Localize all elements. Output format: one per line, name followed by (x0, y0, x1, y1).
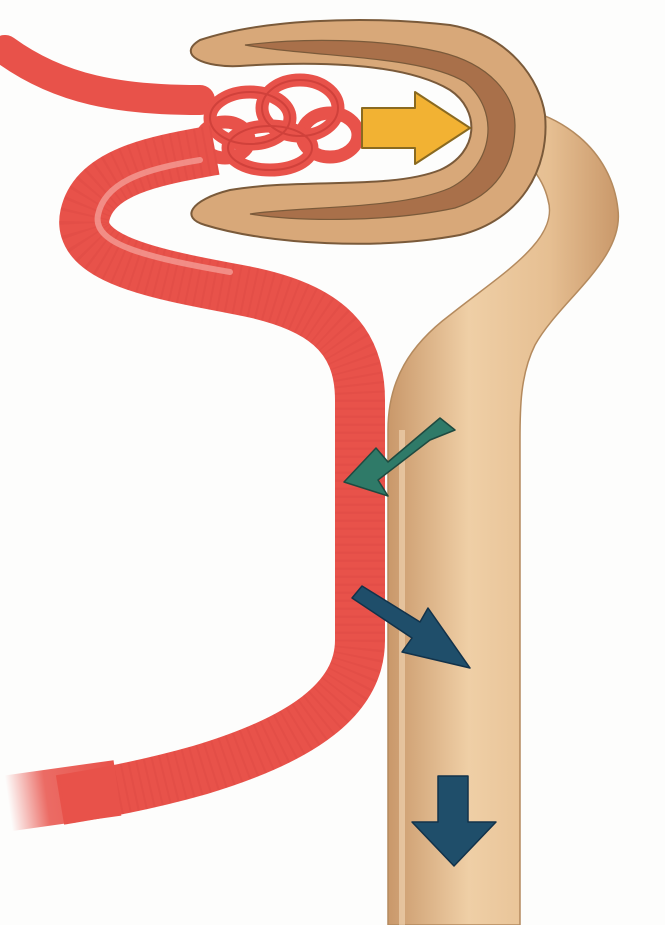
peritubular-vessel (5, 150, 360, 831)
afferent-vessel (5, 50, 200, 100)
filtration-arrow (362, 92, 470, 164)
glomerulus (201, 80, 358, 170)
